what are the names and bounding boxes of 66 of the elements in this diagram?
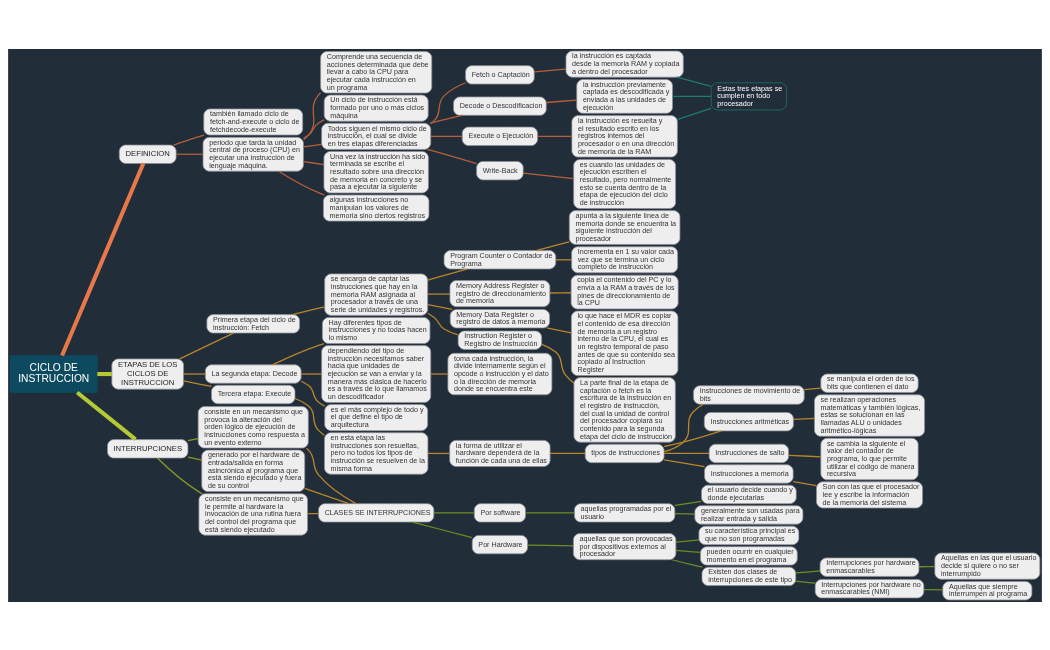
connector [663,429,722,447]
connector [522,172,575,179]
connector [549,291,572,294]
connector [97,371,112,376]
connector [430,81,467,124]
connector [304,487,350,504]
connector [545,99,578,103]
connector [300,380,326,407]
connector [675,549,702,553]
connector [173,133,205,146]
connector [527,543,574,546]
connector [427,267,468,281]
connector [674,500,703,506]
connector [788,454,822,457]
connector [430,135,463,137]
connector [175,153,204,155]
connector [411,520,473,538]
connector [426,148,478,164]
connector [675,76,712,87]
connector [663,403,705,452]
connector [674,512,696,515]
connector [182,379,213,387]
connector [291,305,326,315]
connector [792,480,818,486]
connector [430,372,449,375]
connector [156,456,203,494]
connector [795,580,816,584]
connector [533,68,567,73]
connector [535,240,570,251]
connector [303,91,322,140]
connector [305,447,357,504]
connector [427,292,451,295]
connector [541,343,575,384]
connector [433,511,475,513]
connector [923,588,944,591]
connector [795,569,821,573]
connector [187,456,203,461]
connector [182,372,206,375]
connector [271,342,325,365]
connector [302,118,325,139]
connector [549,452,586,454]
connector [671,558,704,568]
connector [302,143,323,148]
connector [179,331,235,360]
connector [537,135,573,137]
connector [663,452,710,454]
connector [302,160,325,165]
connector [546,326,572,333]
connector [675,538,700,543]
connector [792,417,816,420]
connector [524,511,575,513]
connector [75,390,137,441]
connector [671,95,712,97]
connector [277,170,325,196]
connector [294,397,325,436]
connector [60,162,146,356]
connector [427,303,453,310]
connector [427,312,459,336]
node-box: CICLO DE INSTRUCCION [9,354,98,393]
connector [676,107,712,120]
connector [300,372,323,375]
connector [427,452,451,454]
connector [663,458,706,467]
connector [187,437,199,441]
connector [803,386,822,390]
connector [429,114,463,124]
